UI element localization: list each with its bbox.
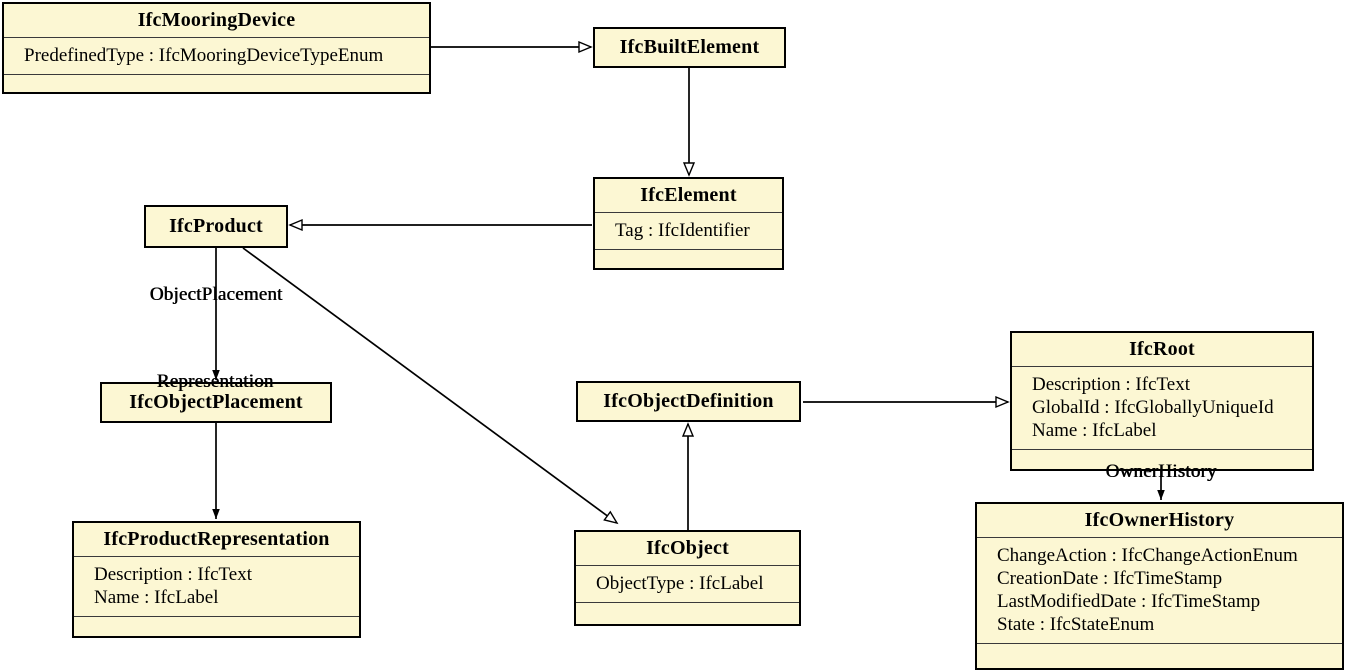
class-attribute: GlobalId : IfcGloballyUniqueId xyxy=(1032,397,1274,418)
class-ifcobjectplacement: IfcObjectPlacement xyxy=(100,382,332,423)
class-ifcmooringdevice: IfcMooringDevice PredefinedType : IfcMoo… xyxy=(2,2,431,94)
class-attribute: ObjectType : IfcLabel xyxy=(596,573,764,594)
class-attribute: PredefinedType : IfcMooringDeviceTypeEnu… xyxy=(24,45,384,66)
class-ifcproductrepresentation: IfcProductRepresentation Description : I… xyxy=(72,521,361,638)
class-title: IfcObject xyxy=(646,537,729,559)
edge-product-object xyxy=(242,247,617,523)
class-title: IfcBuiltElement xyxy=(619,36,760,58)
class-empty-compartment xyxy=(595,249,782,268)
class-title: IfcElement xyxy=(640,184,737,206)
class-title: IfcObjectDefinition xyxy=(603,390,774,412)
class-title: IfcProduct xyxy=(169,215,263,237)
class-ifcelement: IfcElement Tag : IfcIdentifier xyxy=(593,177,784,270)
class-title: IfcObjectPlacement xyxy=(129,391,303,413)
class-ifcobjectdefinition: IfcObjectDefinition xyxy=(576,381,801,422)
class-title: IfcMooringDevice xyxy=(137,9,296,31)
class-attributes: ObjectType : IfcLabel xyxy=(576,565,799,602)
class-empty-compartment xyxy=(74,616,359,636)
class-title: IfcProductRepresentation xyxy=(103,528,330,550)
class-empty-compartment xyxy=(576,602,799,624)
class-attribute: State : IfcStateEnum xyxy=(997,614,1155,635)
edge-label-representation: Representation xyxy=(156,371,274,392)
class-ifcobject: IfcObject ObjectType : IfcLabel xyxy=(574,530,801,626)
class-empty-compartment xyxy=(4,74,429,92)
class-ifcbuiltelement: IfcBuiltElement xyxy=(593,27,786,68)
class-empty-compartment xyxy=(977,643,1342,668)
edge-label-objectplacement: ObjectPlacement xyxy=(149,284,283,305)
class-title: IfcRoot xyxy=(1129,338,1195,360)
class-attribute: ChangeAction : IfcChangeActionEnum xyxy=(997,545,1298,566)
class-attribute: Description : IfcText xyxy=(94,564,253,585)
class-title: IfcOwnerHistory xyxy=(1084,509,1235,531)
class-attribute: Name : IfcLabel xyxy=(1032,420,1157,441)
class-attributes: Description : IfcText GlobalId : IfcGlob… xyxy=(1012,366,1312,449)
class-attribute: LastModifiedDate : IfcTimeStamp xyxy=(997,591,1261,612)
class-ifcownerhistory: IfcOwnerHistory ChangeAction : IfcChange… xyxy=(975,502,1344,670)
edge-label-ownerhistory: OwnerHistory xyxy=(1105,461,1217,482)
class-attribute: Name : IfcLabel xyxy=(94,587,219,608)
class-ifcproduct: IfcProduct xyxy=(144,205,288,248)
class-empty-compartment xyxy=(1012,449,1312,469)
class-attribute: Tag : IfcIdentifier xyxy=(615,220,750,241)
class-attribute: CreationDate : IfcTimeStamp xyxy=(997,568,1223,589)
class-attributes: Description : IfcText Name : IfcLabel xyxy=(74,556,359,616)
class-ifcroot: IfcRoot Description : IfcText GlobalId :… xyxy=(1010,331,1314,471)
class-attribute: Description : IfcText xyxy=(1032,374,1191,395)
class-attributes: PredefinedType : IfcMooringDeviceTypeEnu… xyxy=(4,37,429,74)
class-attributes: Tag : IfcIdentifier xyxy=(595,212,782,249)
class-attributes: ChangeAction : IfcChangeActionEnum Creat… xyxy=(977,537,1342,643)
